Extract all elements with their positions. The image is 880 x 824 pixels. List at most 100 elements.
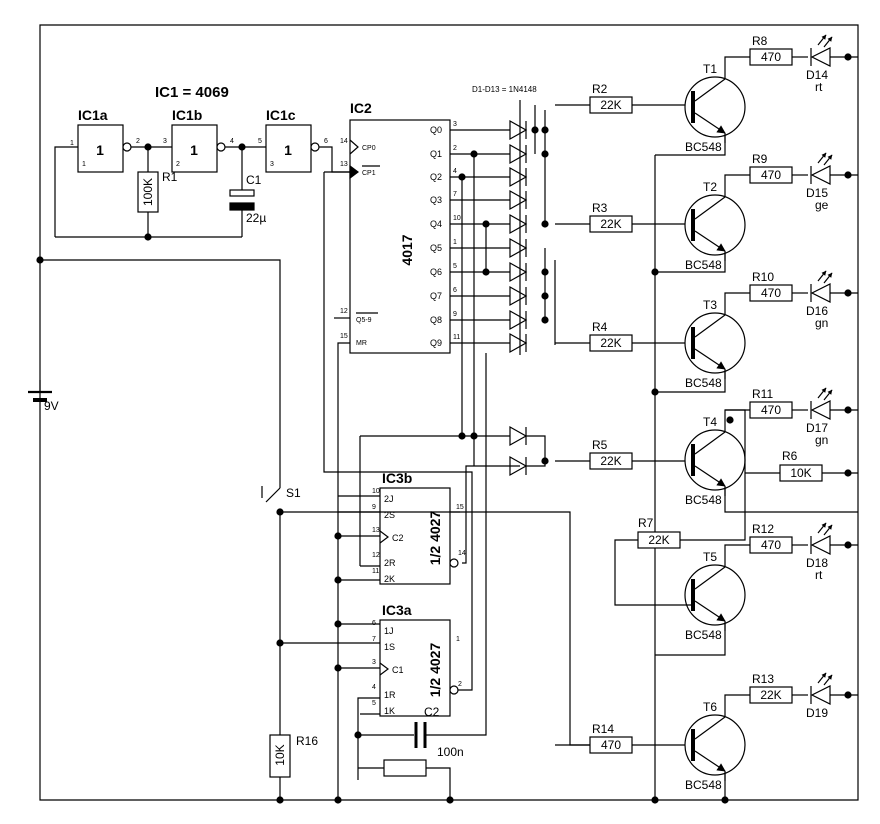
svg-text:CP0: CP0 — [362, 145, 376, 152]
svg-text:1S: 1S — [384, 642, 395, 652]
ic2-output-label: Q5 — [430, 243, 442, 253]
svg-text:4: 4 — [230, 138, 234, 145]
led-symbol — [810, 685, 831, 705]
led-symbol — [810, 535, 831, 555]
svg-text:1: 1 — [70, 140, 74, 147]
svg-text:MR: MR — [356, 340, 367, 347]
svg-text:2S: 2S — [384, 510, 395, 520]
base-resistor-name: R5 — [592, 438, 608, 452]
led-resistor-value: 470 — [761, 50, 781, 64]
ic2-output-pin: 4 — [453, 168, 457, 175]
svg-text:1: 1 — [82, 161, 86, 168]
battery-voltage: 9V — [44, 399, 59, 413]
svg-text:3: 3 — [270, 161, 274, 168]
svg-text:100K: 100K — [141, 178, 155, 206]
transistor-name: T6 — [703, 700, 717, 714]
r6-name: R6 — [782, 449, 798, 463]
ic2-output-pin: 9 — [453, 311, 457, 318]
svg-text:13: 13 — [372, 527, 380, 534]
ic1-title: IC1 = 4069 — [155, 84, 229, 101]
led-symbol — [810, 400, 831, 420]
led-name: D14 — [806, 68, 828, 82]
ic2-output-label: Q7 — [430, 291, 442, 301]
base-resistor-value: 22K — [600, 454, 621, 468]
svg-text:5: 5 — [258, 138, 262, 145]
transistor-body — [684, 714, 746, 776]
transistor-body — [684, 564, 746, 626]
transistor-body — [684, 76, 746, 138]
svg-text:2: 2 — [176, 161, 180, 168]
resistor-r1: 100K R1 — [137, 170, 178, 213]
led-resistor-name: R12 — [752, 522, 774, 536]
led-symbol — [810, 165, 831, 185]
ic1b-gate: 1 IC1b 3 4 2 — [163, 107, 234, 173]
transistor-name: T5 — [703, 550, 717, 564]
ic3-junctions — [36, 256, 454, 804]
svg-text:6: 6 — [324, 138, 328, 145]
capacitor-c2: C2 100n — [414, 705, 464, 759]
svg-text:15: 15 — [456, 504, 464, 511]
led-resistor-value: 470 — [761, 403, 781, 417]
svg-text:1/2 4027: 1/2 4027 — [427, 643, 443, 698]
svg-text:IC1a: IC1a — [78, 107, 108, 123]
ic2-output-pin: 1 — [453, 239, 457, 246]
oscillator-junctions — [144, 143, 246, 241]
r7-name: R7 — [638, 516, 654, 530]
svg-text:1R: 1R — [384, 690, 396, 700]
ic3a-name: IC3a — [382, 602, 412, 618]
ic1-part-title: IC1 = 4069 — [155, 84, 229, 101]
ic2-output-label: Q1 — [430, 149, 442, 159]
battery: 9V — [44, 399, 59, 413]
svg-text:9: 9 — [372, 504, 376, 511]
diode-ladder-title: D1-D13 = 1N4148 — [472, 85, 537, 94]
svg-text:1K: 1K — [384, 706, 395, 716]
svg-text:2: 2 — [136, 138, 140, 145]
svg-text:R1: R1 — [162, 170, 178, 184]
svg-text:11: 11 — [372, 568, 379, 575]
ic2-output-label: Q3 — [430, 195, 442, 205]
svg-text:CP1: CP1 — [362, 170, 376, 177]
svg-text:14: 14 — [458, 550, 466, 557]
led-color: gn — [815, 316, 828, 330]
transistor-body — [684, 312, 746, 374]
transistor-name: T1 — [703, 62, 717, 76]
switch-s1: S1 — [261, 486, 301, 503]
svg-text:3: 3 — [372, 659, 376, 666]
ic2-4017: IC2 4017 CP0 14 CP1 13 Q5-9 12 MR 15 — [334, 100, 451, 354]
ic1a-gate: 1 IC1a 1 2 1 — [70, 107, 140, 173]
ic3b-4027: IC3b 1/2 4027 2J 2S C2 2R 2K 10 9 13 12 … — [372, 470, 466, 585]
base-resistor-name: R2 — [592, 82, 608, 96]
transistor-type: BC548 — [685, 376, 722, 390]
svg-text:2: 2 — [458, 681, 462, 688]
transistor-type: BC548 — [685, 628, 722, 642]
capacitor-c1: C1 22µ — [229, 173, 266, 225]
svg-text:100n: 100n — [437, 745, 464, 759]
diode-ladder — [509, 100, 556, 477]
svg-text:5: 5 — [372, 700, 376, 707]
svg-text:4: 4 — [372, 684, 376, 691]
svg-text:10K: 10K — [273, 744, 287, 765]
ic2-reset-wiring — [323, 171, 510, 780]
svg-text:IC1c: IC1c — [266, 107, 296, 123]
led-color: rt — [815, 80, 823, 94]
svg-text:3: 3 — [163, 138, 167, 145]
transistor-body — [684, 194, 746, 256]
ic3a-4027: IC3a 1/2 4027 1J 1S C1 1R 1K 6 7 3 4 5 1… — [372, 602, 462, 717]
base-resistor-value: 22K — [600, 98, 621, 112]
led-resistor-value: 22K — [760, 688, 781, 702]
svg-text:1: 1 — [284, 142, 292, 158]
svg-text:C2: C2 — [424, 705, 440, 719]
svg-text:12: 12 — [340, 308, 348, 315]
ic2-name: IC2 — [350, 100, 372, 116]
ic2-part: 4017 — [399, 234, 415, 265]
led-resistor-name: R11 — [752, 387, 773, 401]
ic2-output-pin: 11 — [453, 334, 460, 341]
led-name: D15 — [806, 186, 828, 200]
svg-text:C2: C2 — [392, 533, 404, 543]
ic3-wiring — [280, 353, 590, 800]
ic2-output-label: Q0 — [430, 125, 442, 135]
r6-value: 10K — [790, 466, 811, 480]
